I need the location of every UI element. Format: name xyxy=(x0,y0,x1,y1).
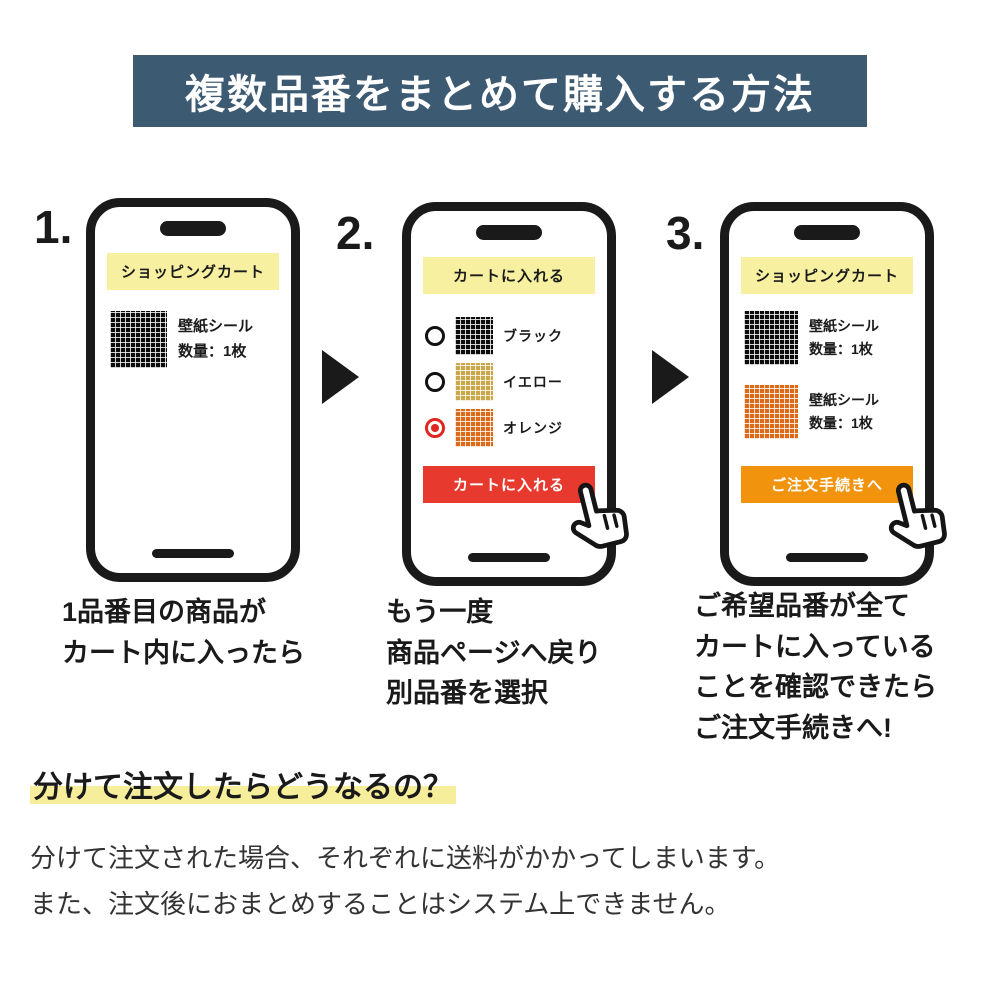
cart-item-row: 壁紙シール 数量：1枚 xyxy=(744,385,879,439)
product-quantity: 数量：1枚 xyxy=(809,415,873,431)
radio-black[interactable] xyxy=(425,326,445,346)
orange-swatch xyxy=(455,409,493,447)
cart-header-banner: ショッピングカート xyxy=(107,253,279,290)
step-number-3: 3. xyxy=(666,207,705,259)
step-2-caption: もう一度 商品ページへ戻り 別品番を選択 xyxy=(386,597,602,708)
phone-notch xyxy=(794,225,860,240)
color-option-label: ブラック xyxy=(503,328,563,344)
step-1-caption: 1品番目の商品が カート内に入ったら xyxy=(62,597,305,668)
phone-mockup-1: ショッピングカート 壁紙シール 数量：1枚 xyxy=(86,198,300,582)
orange-swatch xyxy=(744,385,798,439)
step-3-caption: ご希望品番が全て カートに入っている ことを確認できたら ご注文手続きへ! xyxy=(694,591,937,743)
warning-text: 分けて注文された場合、それぞれに送料がかかってしまいます。 また、注文後におまと… xyxy=(30,843,781,919)
phone-home-indicator xyxy=(152,549,234,558)
cart-item-row: 壁紙シール 数量：1枚 xyxy=(744,311,879,365)
product-name: 壁紙シール xyxy=(809,317,879,334)
color-option-label: イエロー xyxy=(503,374,563,390)
step-number-2: 2. xyxy=(336,207,375,259)
phone-home-indicator xyxy=(786,553,868,562)
black-swatch xyxy=(744,311,798,365)
cart-header-banner: ショッピングカート xyxy=(741,257,913,294)
checkout-button[interactable]: ご注文手続きへ xyxy=(741,466,913,503)
black-swatch xyxy=(110,311,167,368)
phone-notch xyxy=(476,225,542,240)
next-step-arrow-icon xyxy=(322,350,359,404)
product-quantity: 数量：1枚 xyxy=(809,341,873,357)
radio-yellow[interactable] xyxy=(425,372,445,392)
product-name: 壁紙シール xyxy=(178,317,254,335)
color-option-label: オレンジ xyxy=(503,420,563,436)
warning-heading: 分けて注文したらどうなるの？ xyxy=(30,762,456,806)
yellow-swatch xyxy=(455,363,493,401)
radio-orange-selected[interactable] xyxy=(425,418,445,438)
hand-cursor-icon xyxy=(888,482,947,549)
phone-notch xyxy=(160,221,226,236)
phone-home-indicator xyxy=(468,553,550,562)
product-name: 壁紙シール xyxy=(809,391,879,408)
step-number-1: 1. xyxy=(34,201,73,253)
color-option-orange[interactable]: オレンジ xyxy=(425,409,563,447)
product-quantity: 数量：1枚 xyxy=(178,342,247,360)
phone-mockup-2: カートに入れる ブラック イエロー オレンジ カートに入れる xyxy=(402,202,629,586)
phone-mockup-3: ショッピングカート 壁紙シール 数量：1枚 壁紙シール 数量：1枚 ご注文手続き… xyxy=(720,202,947,586)
add-to-cart-button[interactable]: カートに入れる xyxy=(423,466,595,503)
page-title: 複数品番をまとめて購入する方法 xyxy=(133,55,867,127)
highlighted-heading-text: 分けて注文したらどうなるの？ xyxy=(30,771,456,804)
hand-cursor-icon xyxy=(570,482,629,549)
black-swatch xyxy=(455,317,493,355)
next-step-arrow-icon xyxy=(652,350,689,404)
color-option-black[interactable]: ブラック xyxy=(425,317,563,355)
color-option-yellow[interactable]: イエロー xyxy=(425,363,563,401)
cart-item-row: 壁紙シール 数量：1枚 xyxy=(110,311,253,368)
add-to-cart-banner: カートに入れる xyxy=(423,257,595,294)
